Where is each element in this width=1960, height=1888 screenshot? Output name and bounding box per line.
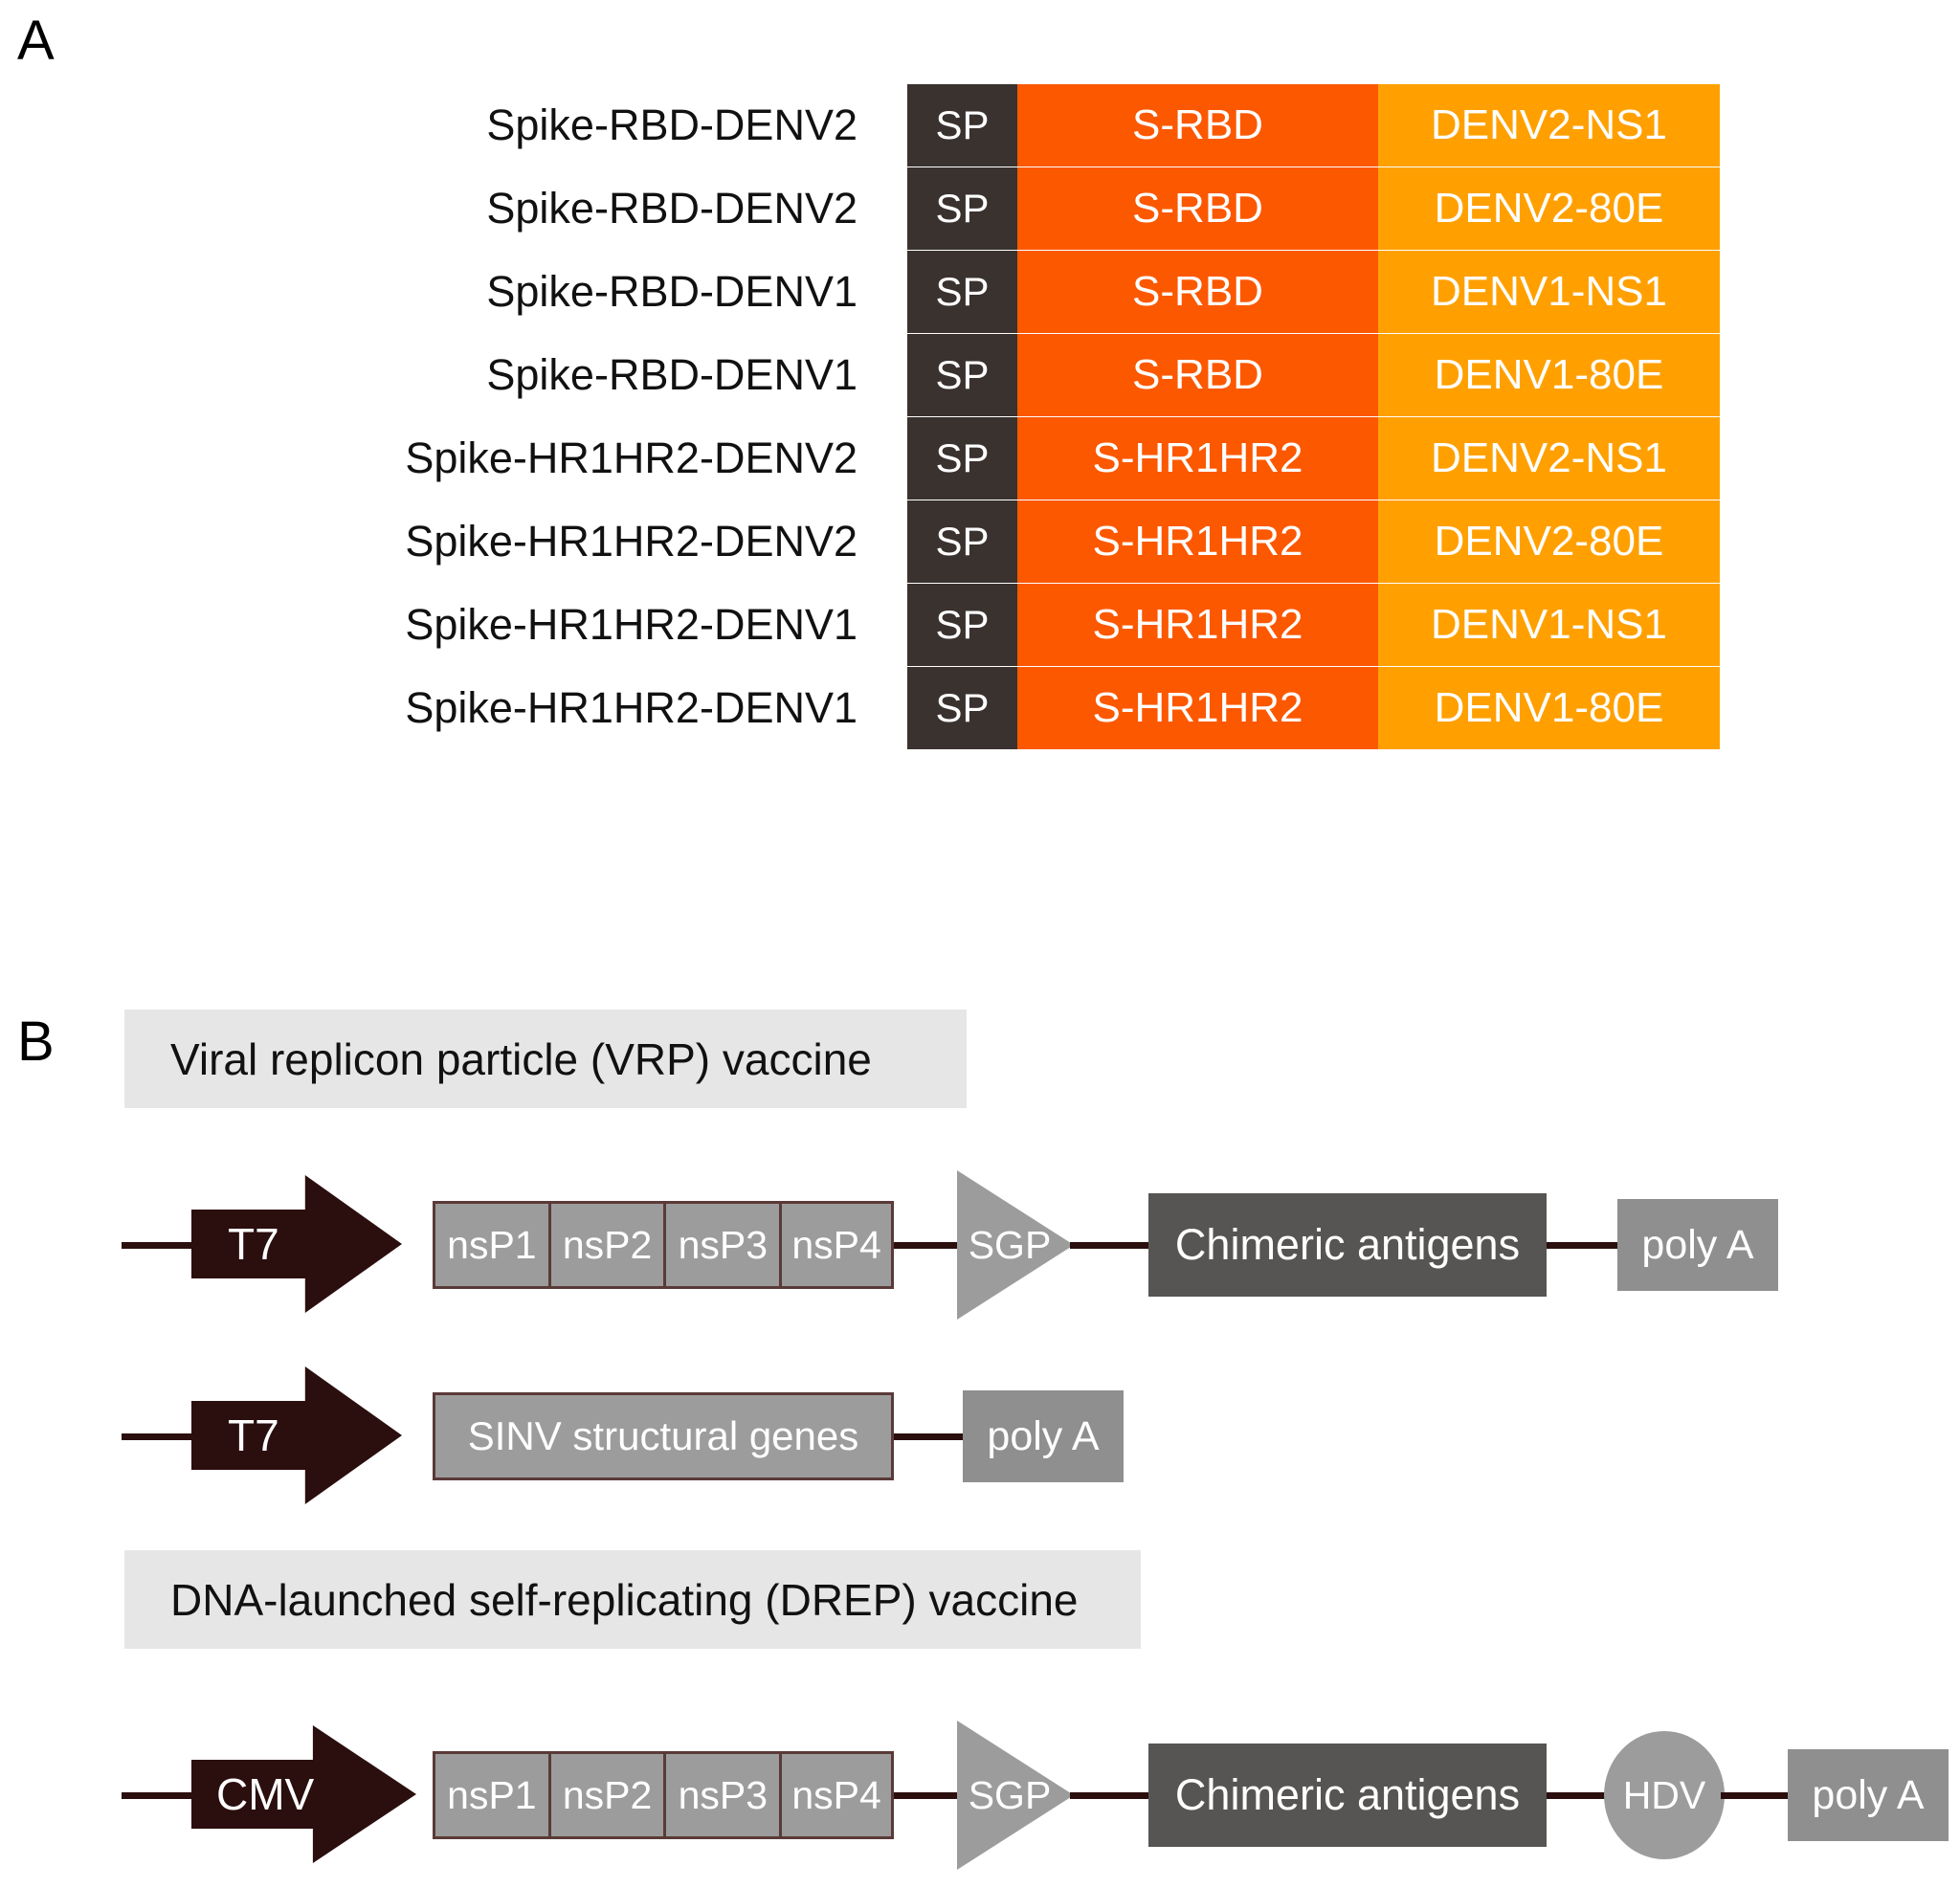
sgp-label: SGP xyxy=(968,1222,1052,1267)
construct-label: Spike-RBD-DENV1 xyxy=(486,267,858,316)
construct-row: Spike-RBD-DENV2 SP S-RBD DENV2-80E xyxy=(0,167,1960,250)
genome-connector-line xyxy=(1547,1792,1623,1799)
construct-bar: SP S-RBD DENV2-NS1 xyxy=(907,84,1720,167)
sgp-label: SGP xyxy=(968,1772,1052,1817)
construct-label: Spike-HR1HR2-DENV2 xyxy=(405,517,858,566)
promoter-label: CMV xyxy=(216,1769,315,1819)
construct-bar: SP S-HR1HR2 DENV2-NS1 xyxy=(907,417,1720,500)
construct-row: Spike-RBD-DENV1 SP S-RBD DENV1-NS1 xyxy=(0,251,1960,333)
genome-connector-line xyxy=(122,1242,198,1249)
nsp4-cell: nsP4 xyxy=(779,1754,891,1836)
nsp2-cell: nsP2 xyxy=(547,1754,664,1836)
construct-row: Spike-HR1HR2-DENV1 SP S-HR1HR2 DENV1-80E xyxy=(0,667,1960,749)
spike-segment: S-RBD xyxy=(1017,167,1378,250)
genome-connector-line xyxy=(894,1433,969,1440)
cmv-promoter-arrow: CMV xyxy=(191,1725,416,1863)
construct-label: Spike-RBD-DENV2 xyxy=(486,184,858,233)
genome-connector-line xyxy=(894,1792,970,1799)
construct-bar: SP S-RBD DENV2-80E xyxy=(907,167,1720,250)
dengue-segment: DENV1-80E xyxy=(1378,334,1720,416)
drep-section-header: DNA-launched self-replicating (DREP) vac… xyxy=(124,1550,1141,1649)
signal-peptide-segment: SP xyxy=(907,167,1017,250)
construct-row: Spike-RBD-DENV2 SP S-RBD DENV2-NS1 xyxy=(0,84,1960,167)
t7-promoter-arrow: T7 xyxy=(191,1366,402,1504)
signal-peptide-segment: SP xyxy=(907,500,1017,583)
genome-connector-line xyxy=(1547,1242,1623,1249)
promoter-label: T7 xyxy=(228,1410,279,1460)
panel-a-letter: A xyxy=(17,10,55,72)
dengue-segment: DENV2-80E xyxy=(1378,500,1720,583)
spike-segment: S-RBD xyxy=(1017,334,1378,416)
genome-connector-line xyxy=(122,1792,198,1799)
panel-b-letter: B xyxy=(17,1011,55,1073)
promoter-label: T7 xyxy=(228,1219,279,1269)
hdv-ribozyme-ellipse: HDV xyxy=(1604,1731,1725,1859)
dengue-segment: DENV2-NS1 xyxy=(1378,84,1720,167)
spike-segment: S-RBD xyxy=(1017,84,1378,167)
construct-row: Spike-HR1HR2-DENV2 SP S-HR1HR2 DENV2-80E xyxy=(0,500,1960,583)
nsp3-cell: nsP3 xyxy=(663,1204,779,1286)
spike-segment: S-HR1HR2 xyxy=(1017,417,1378,500)
sgp-promoter-triangle: SGP xyxy=(957,1721,1074,1870)
nsp2-cell: nsP2 xyxy=(547,1204,664,1286)
vrp-helper-row: T7 SINV structural genes poly A xyxy=(0,1364,1960,1507)
dengue-segment: DENV2-NS1 xyxy=(1378,417,1720,500)
chimeric-antigens-box: Chimeric antigens xyxy=(1148,1193,1547,1297)
construct-row: Spike-HR1HR2-DENV2 SP S-HR1HR2 DENV2-NS1 xyxy=(0,417,1960,500)
construct-bar: SP S-HR1HR2 DENV1-80E xyxy=(907,667,1720,749)
vrp-section-header: Viral replicon particle (VRP) vaccine xyxy=(124,1010,967,1108)
construct-bar: SP S-RBD DENV1-80E xyxy=(907,334,1720,416)
genome-connector-line xyxy=(894,1242,970,1249)
dengue-segment: DENV1-NS1 xyxy=(1378,584,1720,666)
panel-a: A Spike-RBD-DENV2 SP S-RBD DENV2-NS1 Spi… xyxy=(0,10,1960,749)
nsp-gene-box: nsP1 nsP2 nsP3 nsP4 xyxy=(433,1751,894,1839)
dengue-segment: DENV1-80E xyxy=(1378,667,1720,749)
genome-connector-line xyxy=(122,1433,198,1440)
spike-segment: S-RBD xyxy=(1017,251,1378,333)
spike-segment: S-HR1HR2 xyxy=(1017,667,1378,749)
panel-b: B Viral replicon particle (VRP) vaccine … xyxy=(0,957,1960,1888)
spike-segment: S-HR1HR2 xyxy=(1017,500,1378,583)
drep-row: CMV nsP1 nsP2 nsP3 nsP4 SGP Chimeric ant… xyxy=(0,1721,1960,1870)
signal-peptide-segment: SP xyxy=(907,584,1017,666)
t7-promoter-arrow: T7 xyxy=(191,1175,402,1313)
poly-a-box: poly A xyxy=(963,1390,1124,1482)
vrp-replicon-row: T7 nsP1 nsP2 nsP3 nsP4 SGP Chimeric anti… xyxy=(0,1170,1960,1320)
genome-connector-line xyxy=(1070,1242,1156,1249)
chimeric-antigens-box: Chimeric antigens xyxy=(1148,1744,1547,1847)
sinv-genes-cell: SINV structural genes xyxy=(467,1413,859,1458)
signal-peptide-segment: SP xyxy=(907,251,1017,333)
construct-label: Spike-RBD-DENV1 xyxy=(486,350,858,399)
construct-label: Spike-HR1HR2-DENV2 xyxy=(405,433,858,482)
signal-peptide-segment: SP xyxy=(907,84,1017,167)
dengue-segment: DENV2-80E xyxy=(1378,167,1720,250)
nsp1-cell: nsP1 xyxy=(447,1772,537,1817)
construct-bar: SP S-HR1HR2 DENV1-NS1 xyxy=(907,584,1720,666)
construct-bar: SP S-RBD DENV1-NS1 xyxy=(907,251,1720,333)
construct-row: Spike-HR1HR2-DENV1 SP S-HR1HR2 DENV1-NS1 xyxy=(0,584,1960,666)
sgp-promoter-triangle: SGP xyxy=(957,1170,1074,1320)
nsp4-cell: nsP4 xyxy=(779,1204,891,1286)
poly-a-box: poly A xyxy=(1788,1749,1949,1841)
construct-label: Spike-HR1HR2-DENV1 xyxy=(405,683,858,732)
nsp1-cell: nsP1 xyxy=(447,1222,537,1267)
poly-a-box: poly A xyxy=(1617,1199,1778,1291)
construct-bar: SP S-HR1HR2 DENV2-80E xyxy=(907,500,1720,583)
spike-segment: S-HR1HR2 xyxy=(1017,584,1378,666)
construct-row: Spike-RBD-DENV1 SP S-RBD DENV1-80E xyxy=(0,334,1960,416)
dengue-segment: DENV1-NS1 xyxy=(1378,251,1720,333)
construct-label: Spike-HR1HR2-DENV1 xyxy=(405,600,858,649)
nsp-gene-box: nsP1 nsP2 nsP3 nsP4 xyxy=(433,1201,894,1289)
signal-peptide-segment: SP xyxy=(907,417,1017,500)
construct-label: Spike-RBD-DENV2 xyxy=(486,100,858,149)
signal-peptide-segment: SP xyxy=(907,667,1017,749)
sinv-structural-genes-box: SINV structural genes xyxy=(433,1392,894,1480)
nsp3-cell: nsP3 xyxy=(663,1754,779,1836)
genome-connector-line xyxy=(1721,1792,1797,1799)
genome-connector-line xyxy=(1070,1792,1156,1799)
signal-peptide-segment: SP xyxy=(907,334,1017,416)
